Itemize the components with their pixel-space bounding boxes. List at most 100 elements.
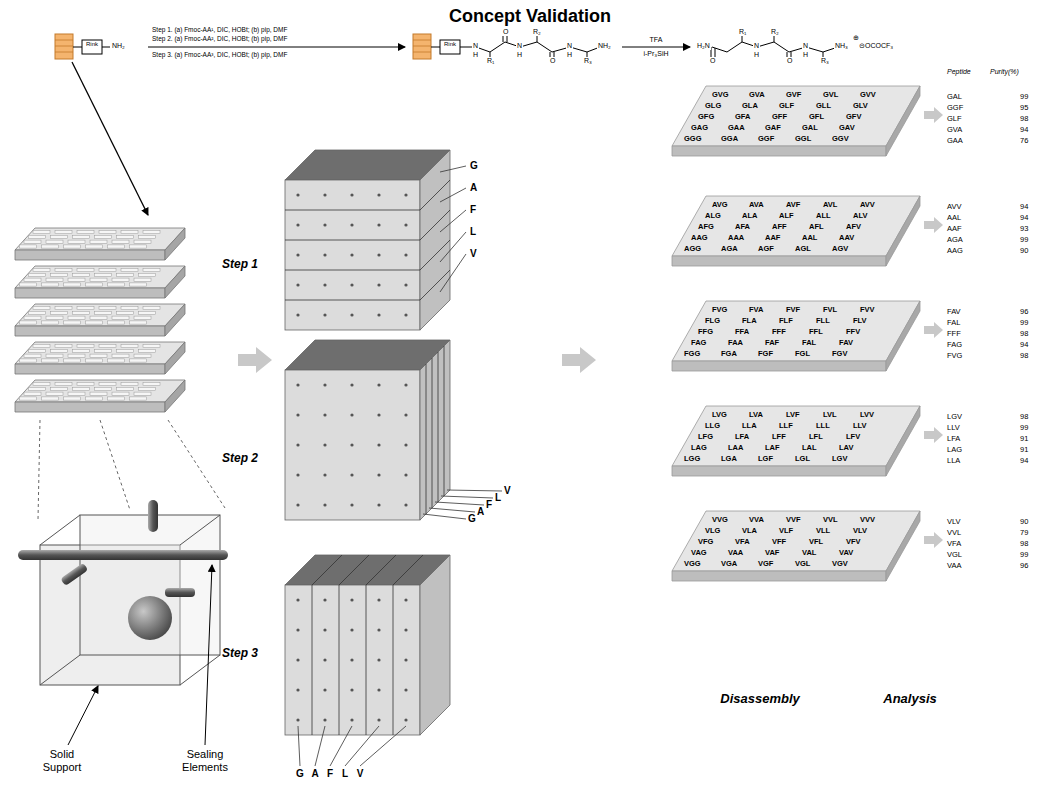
atom-label: N [516, 42, 523, 50]
plate-top [672, 406, 920, 466]
well [68, 316, 85, 319]
well-dot [323, 503, 326, 506]
well [20, 359, 37, 362]
well-dot [350, 383, 353, 386]
residue-label: G [470, 160, 478, 172]
well [143, 307, 160, 310]
layer-line [285, 240, 420, 241]
peptide-code: FVG [712, 306, 727, 315]
well-dot [323, 253, 326, 256]
plate-side [165, 304, 185, 336]
reagent-text: TFA [650, 36, 663, 44]
peptide-code: FVF [786, 306, 800, 315]
well-dot [296, 413, 299, 416]
peptide-code: FLV [853, 317, 867, 326]
well-dot [404, 283, 407, 286]
well [42, 245, 59, 248]
slice-line [393, 585, 394, 735]
residue-label: G [296, 768, 304, 780]
well [117, 349, 134, 352]
peptide-code: VLA [742, 527, 757, 536]
peptide-code: LVL [823, 411, 837, 420]
table-cell: 98 [1020, 115, 1028, 124]
peptide-code: LLA [742, 422, 757, 431]
peptide-code: GLF [779, 102, 794, 111]
well [90, 316, 107, 319]
peptide-code: FVV [860, 306, 875, 315]
peptide-code: GAF [765, 124, 781, 133]
table-cell: 98 [1020, 330, 1028, 339]
well [112, 392, 129, 395]
table-cell: GGF [947, 104, 963, 113]
grey-arrow [924, 532, 943, 548]
well-dot [377, 503, 380, 506]
reagent-text: Step 2. (a) Fmoc-AA², DIC, HOBt; (b) pip… [152, 35, 287, 42]
peptide-code: VFA [735, 538, 750, 547]
table-cell: FVG [947, 352, 962, 361]
well-dot [377, 473, 380, 476]
well [29, 387, 46, 390]
leader-line [440, 166, 466, 172]
well [64, 245, 81, 248]
well-dot [404, 223, 407, 226]
well [130, 359, 147, 362]
well [143, 383, 160, 386]
well [77, 345, 94, 348]
atom-label: Rink [86, 41, 98, 48]
well [33, 231, 50, 234]
well [33, 383, 50, 386]
plate-side [886, 511, 920, 581]
slice-line [339, 585, 340, 735]
well [24, 278, 41, 281]
table-cell: LGV [947, 413, 962, 422]
atom-label: O [786, 57, 793, 65]
table-cell: AVV [947, 203, 961, 212]
peptide-code: GLG [705, 102, 721, 111]
well [77, 231, 94, 234]
peptide-code: FAG [691, 339, 706, 348]
peptide-code: GAL [802, 124, 818, 133]
peptide-code: AAV [839, 234, 854, 243]
layer-line [420, 210, 450, 240]
plate-front [672, 361, 886, 371]
well [46, 240, 63, 243]
well [130, 245, 147, 248]
well [117, 235, 134, 238]
peptide-code: GFG [698, 113, 714, 122]
well [55, 383, 72, 386]
well [99, 231, 116, 234]
atom-label: NH₃ [834, 42, 849, 50]
well [121, 383, 138, 386]
peptide-code: AVF [786, 201, 800, 210]
peptide-code: AAA [728, 234, 744, 243]
table-cell: VAA [947, 562, 961, 571]
peptide-code: LLF [779, 422, 793, 431]
leader-line [330, 726, 352, 766]
well [68, 354, 85, 357]
grey-arrow [924, 217, 943, 233]
residue-label: F [470, 204, 476, 216]
table-cell: 94 [1020, 341, 1028, 350]
peptide-code: LLV [853, 422, 867, 431]
well [77, 269, 94, 272]
well [143, 231, 160, 234]
peptide-code: ALA [742, 212, 757, 221]
table-cell: 91 [1020, 435, 1028, 444]
well [108, 359, 125, 362]
well-dot [377, 658, 380, 661]
well-dot [323, 443, 326, 446]
well [130, 397, 147, 400]
well [95, 273, 112, 276]
well [99, 269, 116, 272]
well-dot [323, 718, 326, 721]
peptide-code: GAG [691, 124, 708, 133]
well-dot [323, 313, 326, 316]
reagent-text: Step 3. (a) Fmoc-AA³, DIC, HOBt; (b) pip… [152, 51, 287, 58]
peptide-code: AFF [772, 223, 787, 232]
well-dot [404, 628, 407, 631]
peptide-plate: LVGLVALVFLVLLVVLLGLLALLFLLLLLVLFGLFALFFL… [668, 405, 923, 480]
well [121, 231, 138, 234]
well [86, 245, 103, 248]
peptide-plate: VVGVVAVVFVVLVVVVLGVLAVLFVLLVLVVFGVFAVFFV… [668, 510, 923, 585]
leader-line [441, 496, 493, 498]
